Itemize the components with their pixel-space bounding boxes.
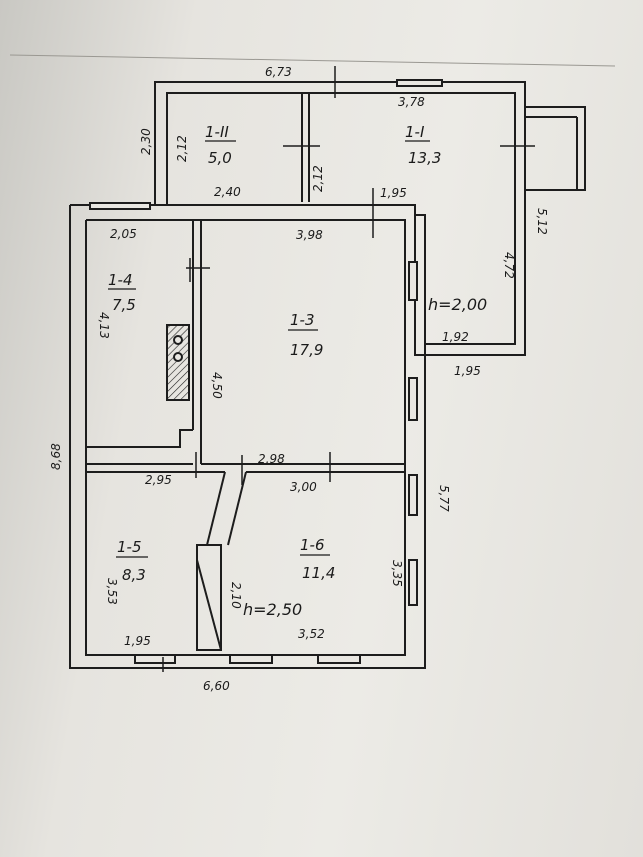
dim-left-annex-height: 2,30 — [139, 128, 153, 155]
room-name-1-2: 1-II — [205, 123, 229, 141]
room-name-1-6: 1-6 — [300, 536, 325, 554]
room-name-1-1: 1-I — [405, 123, 425, 141]
room-name-1-5: 1-5 — [117, 538, 142, 556]
room-area-1-1: 13,3 — [408, 149, 441, 167]
room-area-1-4: 7,5 — [112, 296, 136, 314]
porch — [525, 106, 586, 191]
window-r16-bottom-2 — [317, 654, 361, 664]
dim-r12-width: 2,40 — [214, 185, 241, 199]
partition-1-5-1-6 — [206, 471, 226, 546]
window-r16-right-2 — [408, 559, 418, 606]
dim-r16-width-top: 3,00 — [290, 480, 317, 494]
dim-r15-bottom: 1,95 — [124, 634, 151, 648]
window-r13-right-1 — [408, 261, 418, 301]
dim-r16-height: 3,35 — [390, 560, 404, 587]
dim-annex-bottom-inner: 1,92 — [442, 330, 469, 344]
room-area-1-2: 5,0 — [208, 149, 232, 167]
dim-r15-height: 3,53 — [105, 578, 119, 605]
dim-r14-height: 4,13 — [97, 312, 111, 339]
dim-r12-inner-height: 2,12 — [175, 135, 189, 162]
dim-right-lower: 5,77 — [437, 485, 451, 512]
window-r14-top — [89, 202, 151, 210]
dim-r15-width: 2,95 — [145, 473, 172, 487]
window-r15-bottom — [134, 654, 176, 664]
dim-r14-width: 2,05 — [110, 227, 137, 241]
stair-block — [196, 544, 222, 651]
dim-annex-bottom-outer: 1,95 — [454, 364, 481, 378]
dim-annex-outer-height: 5,12 — [535, 208, 549, 235]
dim-stair-height: 2,10 — [229, 582, 243, 609]
dim-r11-left-height: 2,12 — [311, 165, 325, 192]
height-annex: h=2,00 — [428, 295, 487, 314]
dim-bottom-total: 6,60 — [203, 679, 230, 693]
main-outer-wall — [69, 204, 426, 669]
dim-partition-top: 2,98 — [258, 452, 285, 466]
dim-r13-width-top: 3,98 — [296, 228, 323, 242]
window-r16-right-1 — [408, 474, 418, 516]
room-area-1-5: 8,3 — [122, 566, 146, 584]
dim-r16-bottom: 3,52 — [298, 627, 325, 641]
dim-r11-bottom-right: 1,95 — [380, 186, 407, 200]
annex-outer-wall — [154, 81, 526, 356]
paper-fold-line — [9, 54, 616, 67]
height-main: h=2,50 — [243, 600, 302, 619]
dim-left-total: 8,68 — [49, 443, 63, 470]
dim-r13-height: 4,50 — [210, 372, 224, 399]
room-area-1-3: 17,9 — [290, 341, 323, 359]
dim-top-total: 6,73 — [265, 65, 292, 79]
main-inner-wall — [85, 219, 406, 656]
room-area-1-6: 11,4 — [302, 564, 335, 582]
window-r13-right-2 — [408, 377, 418, 421]
stove-block — [166, 324, 190, 401]
room-name-1-3: 1-3 — [290, 311, 315, 329]
dim-annex-inner-height: 4,72 — [502, 252, 516, 279]
window-annex-top — [396, 79, 443, 87]
window-r16-bottom-1 — [229, 654, 273, 664]
dim-annex-right-top: 3,78 — [398, 95, 425, 109]
room-name-1-4: 1-4 — [108, 271, 133, 289]
